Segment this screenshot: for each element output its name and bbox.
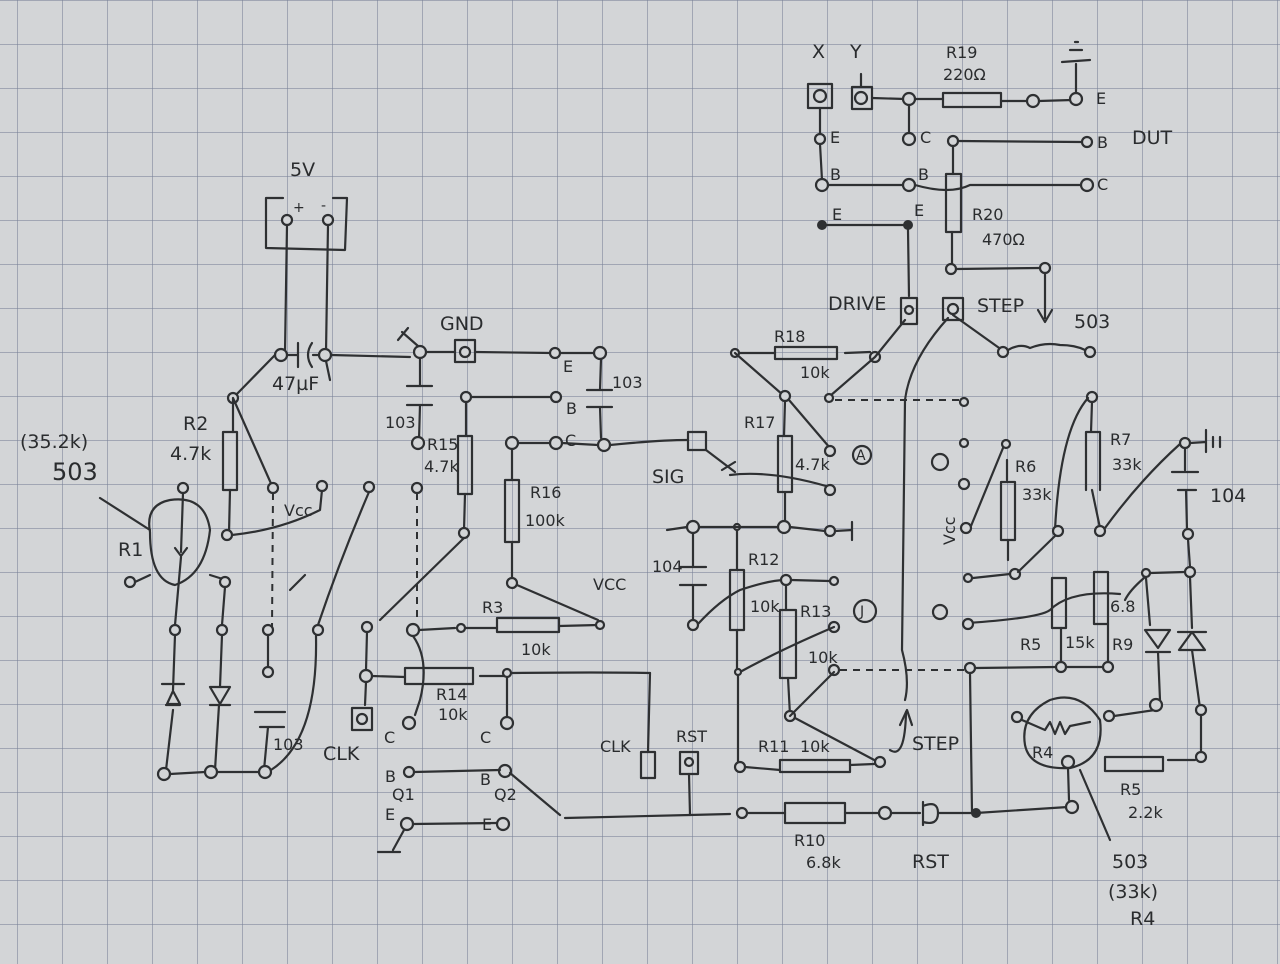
- svg-text:B: B: [385, 767, 396, 786]
- svg-text:GND: GND: [440, 313, 484, 335]
- gnd-section: GND E 103 103 B R15 4.7k C R16 100k: [378, 313, 690, 622]
- svg-text:15k: 15k: [1065, 633, 1095, 652]
- svg-text:R17: R17: [744, 413, 775, 432]
- svg-text:R4: R4: [1130, 908, 1155, 930]
- svg-text:503: 503: [1112, 851, 1148, 873]
- q1-q2-section: R3 10k VCC R14 10k CLK C C B B Q1 Q2 E E: [323, 575, 652, 854]
- svg-text:R13: R13: [800, 602, 831, 621]
- svg-text:A: A: [856, 448, 866, 464]
- svg-text:SIG: SIG: [652, 466, 684, 488]
- svg-text:10k: 10k: [750, 597, 780, 616]
- svg-text:103: 103: [385, 413, 416, 432]
- svg-text:E: E: [563, 357, 573, 376]
- svg-text:R9: R9: [1112, 635, 1133, 654]
- svg-text:220Ω: 220Ω: [943, 65, 986, 84]
- svg-text:CLK: CLK: [600, 737, 631, 756]
- svg-text:100k: 100k: [525, 511, 566, 530]
- svg-text:10k: 10k: [800, 363, 830, 382]
- svg-text:X: X: [812, 41, 825, 63]
- svg-text:R16: R16: [530, 483, 561, 502]
- svg-text:RST: RST: [912, 851, 949, 873]
- svg-text:R5: R5: [1120, 780, 1141, 799]
- capacitor-47uf: 47µF: [272, 341, 412, 395]
- svg-text:STEP: STEP: [912, 733, 959, 755]
- svg-text:Q2: Q2: [494, 785, 517, 804]
- svg-text:DRIVE: DRIVE: [828, 293, 886, 315]
- svg-text:47µF: 47µF: [272, 373, 319, 395]
- svg-text:C: C: [565, 431, 576, 450]
- svg-text:R11: R11: [758, 737, 789, 756]
- label-5v: 5V: [290, 159, 315, 181]
- svg-text:Vcc: Vcc: [284, 501, 313, 520]
- left-section: R2 4.7k R1 503 (35.2k) Vcc 103: [20, 353, 376, 782]
- svg-text:CLK: CLK: [323, 743, 360, 765]
- svg-text:R1: R1: [118, 539, 143, 561]
- svg-text:(35.2k): (35.2k): [20, 431, 88, 453]
- svg-text:R15: R15: [427, 435, 458, 454]
- svg-text:Q1: Q1: [392, 785, 415, 804]
- svg-text:+: +: [293, 200, 305, 216]
- svg-text:10k: 10k: [808, 648, 838, 667]
- svg-text:R20: R20: [972, 205, 1003, 224]
- svg-text:104: 104: [1210, 485, 1246, 507]
- svg-text:E: E: [385, 805, 395, 824]
- svg-text:470Ω: 470Ω: [982, 230, 1025, 249]
- svg-text:2.2k: 2.2k: [1128, 803, 1163, 822]
- svg-text:33k: 33k: [1112, 455, 1142, 474]
- svg-text:RST: RST: [676, 727, 707, 746]
- svg-text:R4: R4: [1032, 743, 1053, 762]
- svg-text:6.8: 6.8: [1110, 597, 1135, 616]
- svg-text:E: E: [832, 205, 842, 224]
- svg-text:10k: 10k: [800, 737, 830, 756]
- svg-text:C: C: [920, 128, 931, 147]
- right-section: Vcc R6 33k R7 33k 104 R5 15k 6.8 R9: [888, 390, 1246, 930]
- svg-text:VCC: VCC: [593, 575, 626, 594]
- svg-text:R2: R2: [183, 413, 208, 435]
- svg-text:E: E: [830, 128, 840, 147]
- svg-text:DUT: DUT: [1132, 127, 1173, 149]
- svg-text:104: 104: [652, 557, 683, 576]
- svg-text:503: 503: [52, 458, 98, 486]
- svg-text:Vcc: Vcc: [940, 516, 959, 545]
- svg-text:C: C: [480, 728, 491, 747]
- svg-text:4.7k: 4.7k: [170, 443, 211, 465]
- svg-text:C: C: [384, 728, 395, 747]
- svg-text:B: B: [480, 770, 491, 789]
- svg-text:103: 103: [273, 735, 304, 754]
- svg-text:R12: R12: [748, 550, 779, 569]
- svg-text:J: J: [859, 604, 864, 620]
- svg-text:C: C: [1097, 175, 1108, 194]
- svg-text:B: B: [918, 165, 929, 184]
- svg-text:R7: R7: [1110, 430, 1131, 449]
- dut-section: X Y E R19 220Ω E C B DUT B B: [806, 40, 1173, 702]
- svg-text:B: B: [1097, 133, 1108, 152]
- svg-text:R18: R18: [774, 327, 805, 346]
- svg-text:E: E: [482, 815, 492, 834]
- middle-section: SIG R18 10k R17 4.7k A 104 R12 10k: [563, 318, 981, 873]
- svg-text:R6: R6: [1015, 457, 1036, 476]
- svg-text:33k: 33k: [1022, 485, 1052, 504]
- svg-text:503: 503: [1074, 311, 1110, 333]
- svg-text:10k: 10k: [438, 705, 468, 724]
- svg-text:R5: R5: [1020, 635, 1041, 654]
- svg-text:R19: R19: [946, 43, 977, 62]
- svg-text:Y: Y: [849, 41, 862, 63]
- svg-text:10k: 10k: [521, 640, 551, 659]
- svg-text:4.7k: 4.7k: [795, 455, 830, 474]
- svg-text:-: -: [321, 198, 326, 214]
- svg-text:R10: R10: [794, 831, 825, 850]
- svg-text:STEP: STEP: [977, 295, 1024, 317]
- svg-text:E: E: [1096, 89, 1106, 108]
- svg-text:103: 103: [612, 373, 643, 392]
- svg-text:B: B: [830, 165, 841, 184]
- svg-text:6.8k: 6.8k: [806, 853, 841, 872]
- svg-text:R3: R3: [482, 598, 503, 617]
- svg-text:(33k): (33k): [1108, 881, 1158, 903]
- svg-text:E: E: [914, 201, 924, 220]
- svg-text:4.7k: 4.7k: [424, 457, 459, 476]
- svg-text:R14: R14: [436, 685, 467, 704]
- power-supply-5v: 5V + -: [264, 159, 349, 354]
- svg-text:B: B: [566, 399, 577, 418]
